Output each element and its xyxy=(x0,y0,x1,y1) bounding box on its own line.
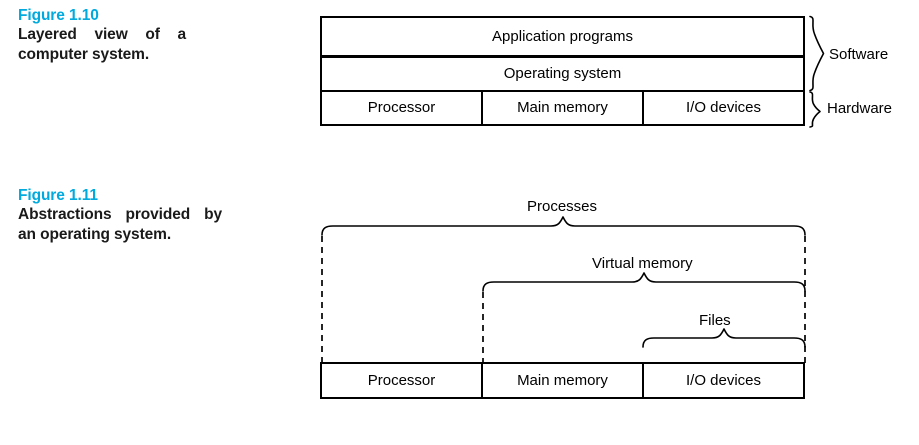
hardware-brace-icon xyxy=(809,91,821,128)
hardware-cell-io-devices: I/O devices xyxy=(642,91,803,124)
brace-label-software: Software xyxy=(829,46,889,63)
figure-1-11-caption: Figure 1.11 Abstractions provided by an … xyxy=(18,186,268,244)
layer-label-operating-system: Operating system xyxy=(503,65,622,82)
hardware-cell-main-memory: Main memory xyxy=(481,364,642,397)
span-label-files: Files xyxy=(699,312,731,329)
figure-1-10-title: Figure 1.10 xyxy=(18,7,99,24)
brace-label-hardware: Hardware xyxy=(827,100,893,117)
hardware-row-1-11: Processor Main memory I/O devices xyxy=(320,362,805,399)
virtual-memory-brace-icon xyxy=(482,272,806,292)
span-label-processes: Processes xyxy=(527,198,598,215)
hardware-row-1-10: Processor Main memory I/O devices xyxy=(320,89,805,126)
hardware-cell-main-memory: Main memory xyxy=(481,91,642,124)
span-label-virtual-memory: Virtual memory xyxy=(592,255,693,272)
processes-brace-icon xyxy=(321,216,806,236)
hardware-cell-processor: Processor xyxy=(367,99,436,116)
software-brace-icon xyxy=(809,15,825,92)
files-brace-icon xyxy=(642,328,806,348)
figure-1-11-caption-text: Abstractions provided by an operating sy… xyxy=(18,205,268,244)
caption-line-2: computer system. xyxy=(18,45,150,63)
figure-1-10-caption: Figure 1.10 Layered view of a computer s… xyxy=(18,6,268,64)
hardware-cell-processor: Processor xyxy=(367,372,436,389)
caption-line-1: Layered view of a xyxy=(18,26,186,43)
figure-1-10-diagram: Application programs Operating system Pr… xyxy=(0,0,919,160)
caption-line-1: Abstractions provided by xyxy=(18,206,222,223)
caption-line-2: an operating system. xyxy=(18,225,172,243)
figure-1-10-braces xyxy=(809,15,825,128)
figure-1-11-title: Figure 1.11 xyxy=(18,187,98,204)
hardware-cell-io-devices: I/O devices xyxy=(642,364,803,397)
figure-1-10-caption-text: Layered view of a computer system. xyxy=(18,25,268,64)
figure-1-11-braces xyxy=(321,216,806,363)
layer-label-application-programs: Application programs xyxy=(492,28,633,45)
